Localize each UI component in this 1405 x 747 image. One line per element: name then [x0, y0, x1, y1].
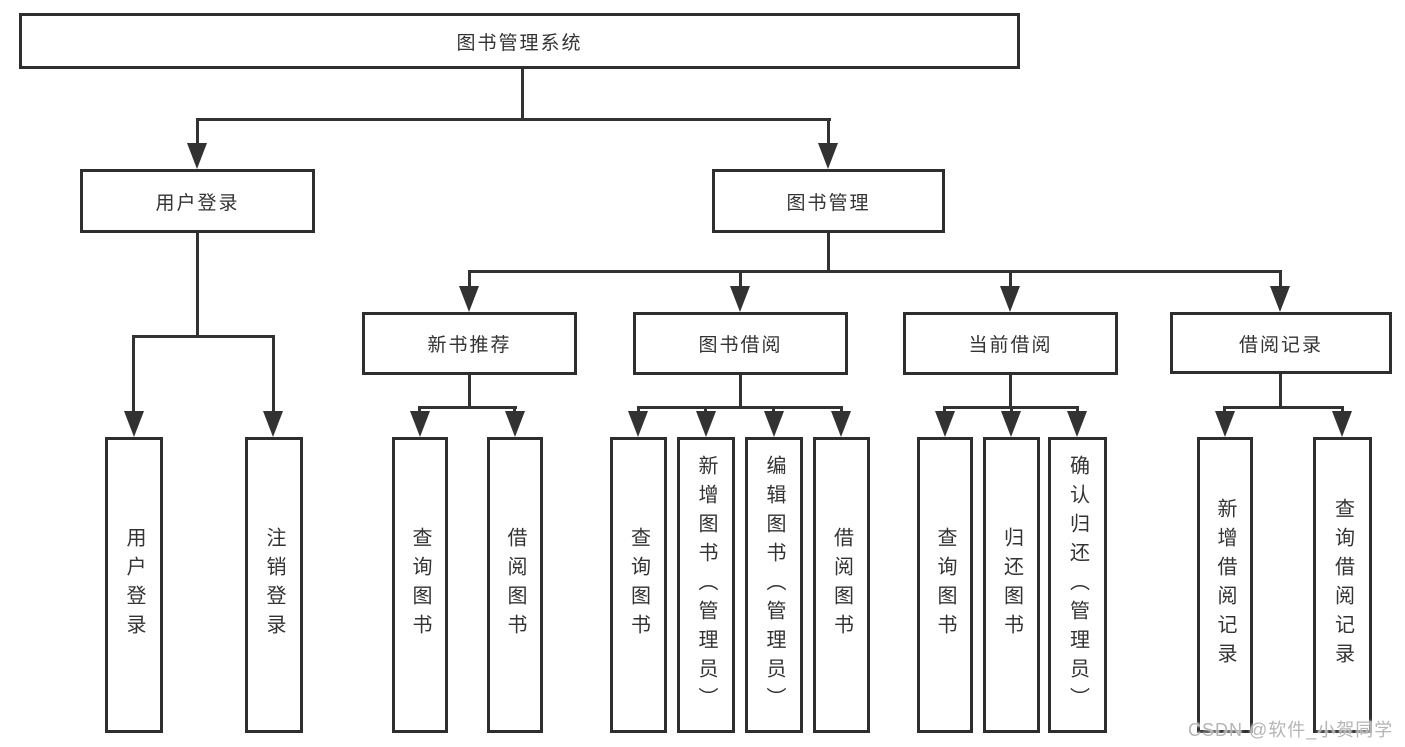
node-new-book-recommend-label: 新书推荐	[427, 335, 512, 356]
arrow-down-icon	[818, 143, 838, 169]
leaf-nr-borrow-books-label: 借阅图书	[504, 527, 526, 643]
leaf-cb-confirm-return-admin-label: 确认归还（管理员）	[1066, 454, 1089, 716]
connector-line	[827, 118, 830, 147]
arrow-down-icon	[764, 411, 784, 437]
arrow-down-icon	[1215, 411, 1235, 437]
leaf-br-add-record: 新增借阅记录	[1197, 437, 1253, 733]
connector-line	[196, 118, 831, 121]
connector-line	[272, 335, 275, 413]
node-root: 图书管理系统	[19, 13, 1020, 69]
leaf-logout: 注销登录	[245, 437, 303, 733]
connector-line	[1224, 406, 1344, 409]
leaf-cb-query-books: 查询图书	[917, 437, 973, 733]
csdn-watermark: CSDN @软件_小贺同学	[1188, 720, 1394, 740]
connector-line	[739, 375, 742, 409]
connector-line	[196, 233, 199, 337]
node-current-borrow-label: 当前借阅	[968, 335, 1053, 356]
connector-line	[637, 406, 640, 414]
connector-line	[1279, 374, 1282, 409]
leaf-user-login: 用户登录	[105, 437, 163, 733]
arrow-down-icon	[628, 411, 648, 437]
connector-line	[1009, 375, 1012, 409]
connector-line	[468, 375, 471, 409]
arrow-down-icon	[124, 411, 144, 437]
connector-line	[1010, 406, 1013, 414]
arrow-down-icon	[505, 411, 525, 437]
connector-line	[132, 335, 135, 413]
leaf-bb-add-books-admin-label: 新增图书（管理员）	[695, 454, 717, 716]
arrow-down-icon	[1001, 411, 1021, 437]
leaf-cb-return-books: 归还图书	[983, 437, 1040, 733]
connector-line	[772, 406, 775, 414]
connector-line	[1223, 406, 1226, 414]
leaf-logout-label: 注销登录	[263, 527, 285, 643]
node-book-management: 图书管理	[712, 169, 945, 233]
leaf-bb-add-books-admin: 新增图书（管理员）	[677, 437, 735, 733]
node-user-login: 用户登录	[80, 169, 315, 233]
arrow-down-icon	[730, 286, 750, 312]
arrow-down-icon	[1067, 411, 1087, 437]
leaf-bb-edit-books-admin: 编辑图书（管理员）	[745, 437, 803, 733]
node-root-label: 图书管理系统	[456, 32, 583, 54]
connector-line	[1076, 406, 1079, 414]
node-user-login-label: 用户登录	[155, 192, 240, 214]
connector-line	[1341, 406, 1344, 414]
connector-line	[196, 118, 199, 147]
connector-line	[840, 406, 843, 414]
leaf-user-login-label: 用户登录	[123, 527, 145, 643]
connector-line	[704, 406, 707, 414]
connector-line	[513, 406, 516, 414]
connector-line	[419, 406, 517, 409]
arrow-down-icon	[831, 411, 851, 437]
connector-line	[943, 406, 946, 414]
leaf-bb-borrow-books: 借阅图书	[813, 437, 870, 733]
arrow-down-icon	[1000, 286, 1020, 312]
leaf-br-query-record-label: 查询借阅记录	[1331, 498, 1354, 672]
connector-line	[1279, 270, 1282, 288]
connector-line	[1009, 270, 1012, 288]
leaf-br-add-record-label: 新增借阅记录	[1214, 498, 1236, 672]
node-new-book-recommend: 新书推荐	[362, 312, 577, 375]
node-borrow-records-label: 借阅记录	[1238, 334, 1323, 356]
arrow-down-icon	[459, 286, 479, 312]
node-book-borrow: 图书借阅	[633, 312, 848, 375]
leaf-nr-query-books: 查询图书	[392, 437, 448, 733]
arrow-down-icon	[696, 411, 716, 437]
leaf-bb-query-books-label: 查询图书	[627, 527, 650, 643]
leaf-bb-edit-books-admin-label: 编辑图书（管理员）	[763, 454, 785, 716]
leaf-nr-query-books-label: 查询图书	[409, 527, 431, 643]
leaf-nr-borrow-books: 借阅图书	[487, 437, 543, 733]
connector-line	[739, 270, 742, 288]
arrow-down-icon	[935, 411, 955, 437]
connector-line	[637, 406, 843, 409]
connector-line	[827, 233, 830, 272]
connector-line	[468, 270, 471, 288]
connector-line	[133, 335, 275, 338]
leaf-br-query-record: 查询借阅记录	[1313, 437, 1372, 733]
node-borrow-records: 借阅记录	[1170, 312, 1392, 374]
leaf-bb-query-books: 查询图书	[610, 437, 667, 733]
connector-line	[521, 69, 524, 120]
arrow-down-icon	[1332, 411, 1352, 437]
node-book-management-label: 图书管理	[786, 192, 871, 214]
arrow-down-icon	[187, 143, 207, 169]
arrow-down-icon	[1270, 286, 1290, 312]
leaf-cb-confirm-return-admin: 确认归还（管理员）	[1048, 437, 1107, 733]
connector-line	[418, 406, 421, 414]
leaf-cb-return-books-label: 归还图书	[1000, 527, 1023, 643]
arrow-down-icon	[263, 411, 283, 437]
leaf-bb-borrow-books-label: 借阅图书	[830, 527, 853, 643]
connector-line	[468, 270, 1282, 273]
node-current-borrow: 当前借阅	[903, 312, 1118, 375]
leaf-cb-query-books-label: 查询图书	[934, 527, 956, 643]
arrow-down-icon	[410, 411, 430, 437]
node-book-borrow-label: 图书借阅	[698, 335, 783, 356]
